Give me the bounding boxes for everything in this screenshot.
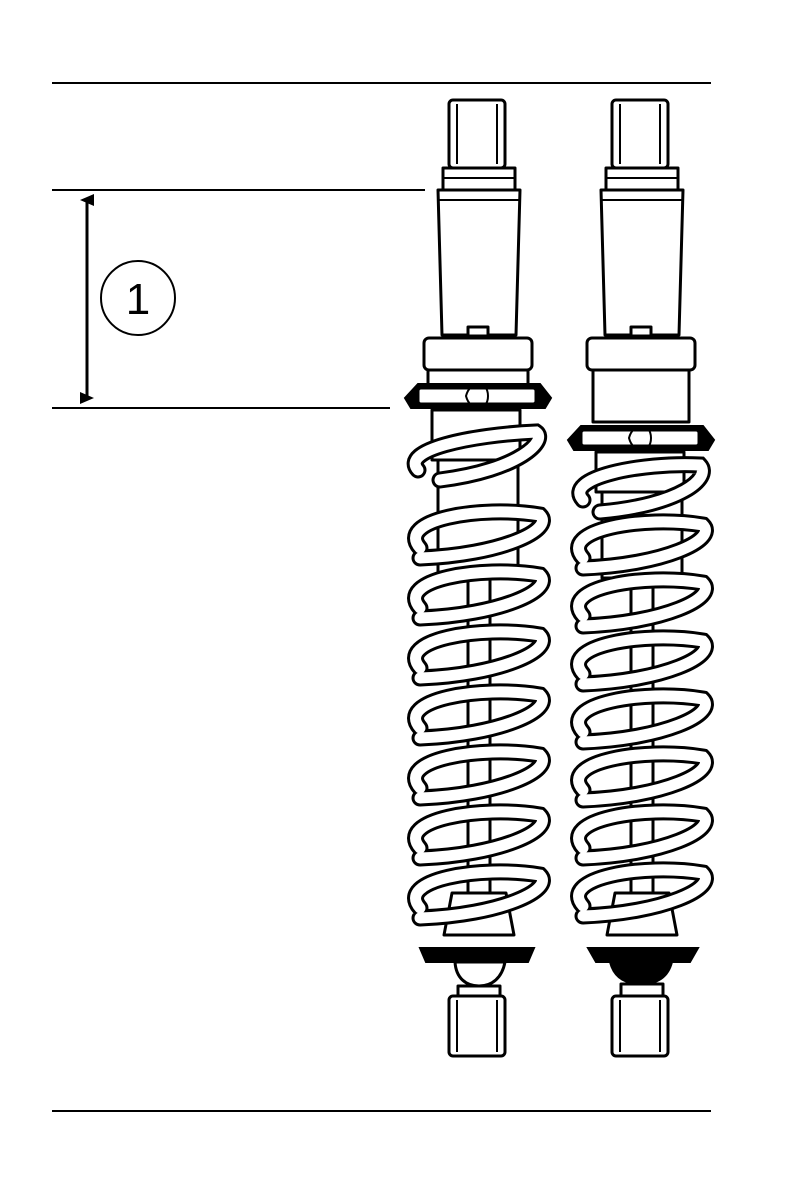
preload-collar (422, 336, 534, 372)
shock-absorber-right (566, 98, 716, 1058)
coil-spring (406, 423, 551, 927)
callout-circle (100, 260, 176, 336)
callout-number: 1 (126, 275, 150, 324)
dimension-marker (52, 189, 425, 409)
callout-1: 1 (100, 260, 176, 336)
bottom-eyelet (447, 994, 507, 1058)
shock-absorber-left (403, 98, 553, 1058)
coil-spring-right (570, 456, 714, 925)
lower-spring-seat (418, 947, 536, 963)
